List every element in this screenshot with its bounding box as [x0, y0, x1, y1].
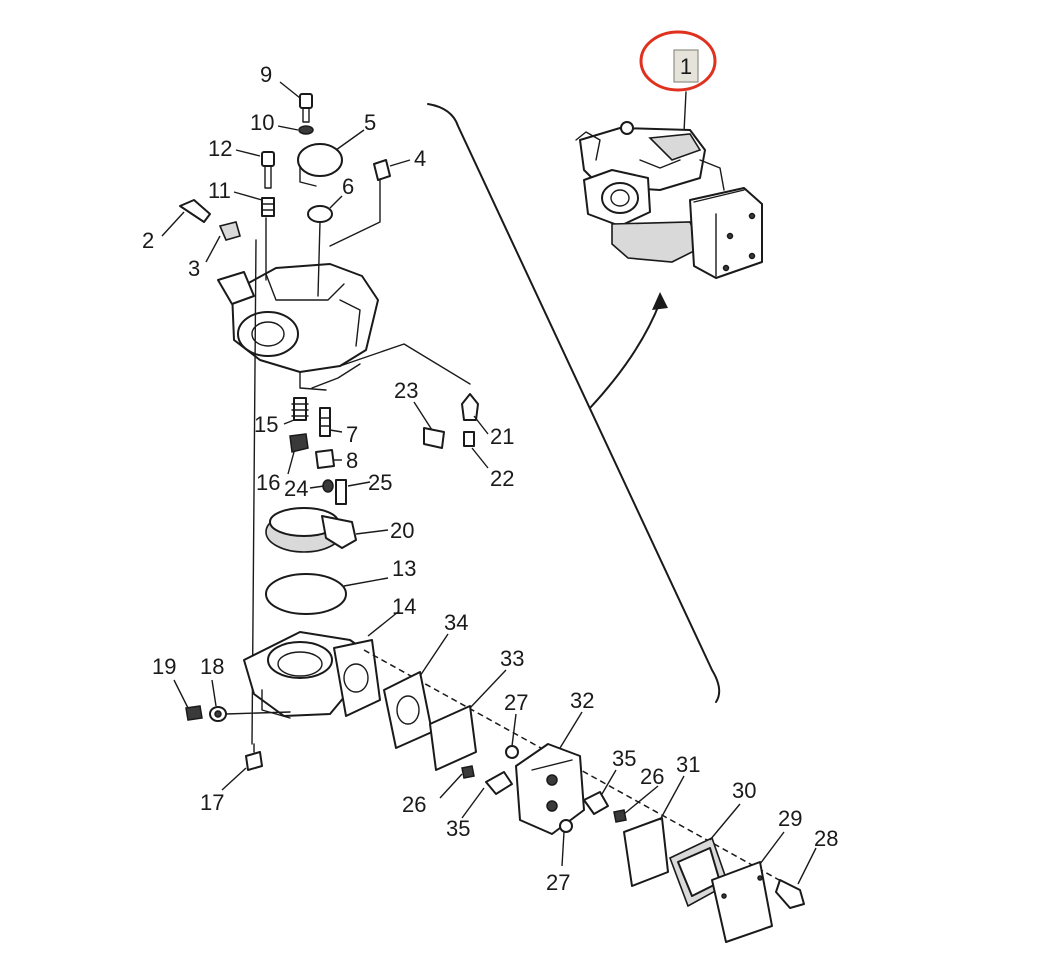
- part-label-3: 3: [188, 256, 200, 281]
- part-label-34: 34: [444, 610, 468, 635]
- part-label-23: 23: [394, 378, 418, 403]
- part-label-18: 18: [200, 654, 224, 679]
- part-label-30: 30: [732, 778, 756, 803]
- part-label-6: 6: [342, 174, 354, 199]
- part-label-26-a: 26: [402, 792, 426, 817]
- assembly-bracket: [427, 103, 721, 703]
- part-label-13: 13: [392, 556, 416, 581]
- part-label-21: 21: [490, 424, 514, 449]
- part-label-24: 24: [284, 476, 308, 501]
- carburetor-body: [217, 263, 471, 391]
- part-label-35-b: 35: [446, 816, 470, 841]
- part-label-31: 31: [676, 752, 700, 777]
- red-highlight-circle: [639, 30, 717, 92]
- part-label-17: 17: [200, 790, 224, 815]
- part-label-27-b: 27: [546, 870, 570, 895]
- part-label-35-a: 35: [612, 746, 636, 771]
- part-label-22: 22: [490, 466, 514, 491]
- bowl-fasteners: [185, 705, 291, 771]
- part-label-29: 29: [778, 806, 802, 831]
- part-label-33: 33: [500, 646, 524, 671]
- part-label-15: 15: [254, 412, 278, 437]
- part-label-4: 4: [414, 146, 426, 171]
- part-label-32: 32: [570, 688, 594, 713]
- part-label-10: 10: [250, 110, 274, 135]
- part-label-5: 5: [364, 110, 376, 135]
- part-label-26-b: 26: [640, 764, 664, 789]
- part-label-7: 7: [346, 422, 358, 447]
- part-label-11: 11: [208, 178, 231, 203]
- part-label-9: 9: [260, 62, 272, 87]
- assembly-callout-1: 1: [639, 30, 717, 92]
- part-label-14: 14: [392, 594, 416, 619]
- part-label-27-a: 27: [504, 690, 528, 715]
- middle-parts: [289, 393, 479, 505]
- part-label-20: 20: [390, 518, 414, 543]
- assembled-carburetor-illustration: [575, 91, 763, 279]
- part-label-8: 8: [346, 448, 358, 473]
- assembly-number-label: 1: [680, 54, 692, 79]
- part-label-12: 12: [208, 136, 232, 161]
- fuel-pump-stack: [363, 649, 805, 943]
- part-label-28: 28: [814, 826, 838, 851]
- callout-leaders: [161, 81, 817, 885]
- top-fasteners: [179, 93, 391, 297]
- part-label-16: 16: [256, 470, 280, 495]
- part-number-labels: 2 3 4 5 6 7 8 9 10 11 12 13 14 15 16 17 …: [142, 62, 838, 895]
- part-label-2: 2: [142, 228, 154, 253]
- part-label-25: 25: [368, 470, 392, 495]
- float-and-bowl: [243, 507, 381, 719]
- part-label-19: 19: [152, 654, 176, 679]
